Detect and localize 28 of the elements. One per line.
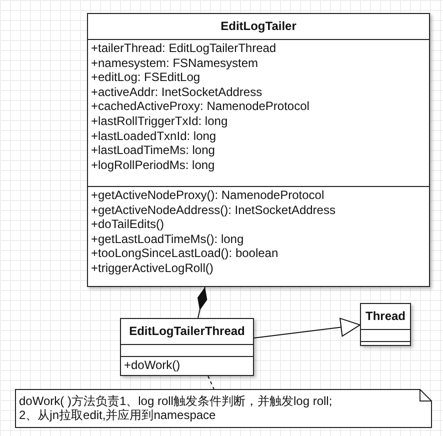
composition-line bbox=[197, 286, 208, 318]
attribute-text: +editLog: FSEditLog bbox=[91, 70, 202, 85]
method-text: +triggerActiveLogRoll() bbox=[91, 260, 214, 276]
class-name: EditLogTailer bbox=[220, 18, 298, 35]
method-text: +getLastLoadTimeMs(): long bbox=[91, 232, 245, 246]
attribute-text: +lastRollTriggerTxId: long bbox=[91, 114, 229, 129]
method-text: +doTailEdits() bbox=[91, 217, 166, 232]
inheritance-arrow bbox=[254, 318, 360, 338]
note-box bbox=[15, 389, 432, 428]
method-text: +getActiveNodeProxy(): NamenodeProtocol bbox=[91, 188, 326, 203]
attribute-text: +activeAddr: InetSocketAddress bbox=[91, 84, 264, 100]
attribute-text: +tailerThread: EditLogTailerThread bbox=[91, 41, 278, 56]
method-text: +doWork() bbox=[124, 358, 182, 373]
attribute-text: +cachedActiveProxy: NamenodeProtocol bbox=[91, 99, 310, 114]
attribute-text: +logRollPeriodMs: long bbox=[91, 158, 216, 172]
class-box bbox=[120, 318, 254, 376]
class-name: Thread bbox=[364, 308, 406, 325]
note-text: 2、从jn拉取edit,并应用到namespace bbox=[19, 408, 217, 422]
class-box bbox=[87, 13, 430, 287]
method-text: +getActiveNodeAddress(): InetSocketAddress bbox=[91, 202, 336, 218]
attribute-text: +lastLoadedTxnId: long bbox=[91, 128, 218, 144]
class-box bbox=[360, 303, 411, 346]
attribute-text: +namesystem: FSNamesystem bbox=[91, 56, 260, 70]
class-name: EditLogTailerThread bbox=[128, 323, 246, 340]
note-link bbox=[208, 376, 214, 390]
method-text: +tooLongSinceLastLoad(): boolean bbox=[91, 246, 280, 261]
attribute-text: +lastLoadTimeMs: long bbox=[91, 143, 216, 158]
note-text: doWork( )方法负责1、log roll触发条件判断，并触发log roll; bbox=[19, 394, 334, 408]
